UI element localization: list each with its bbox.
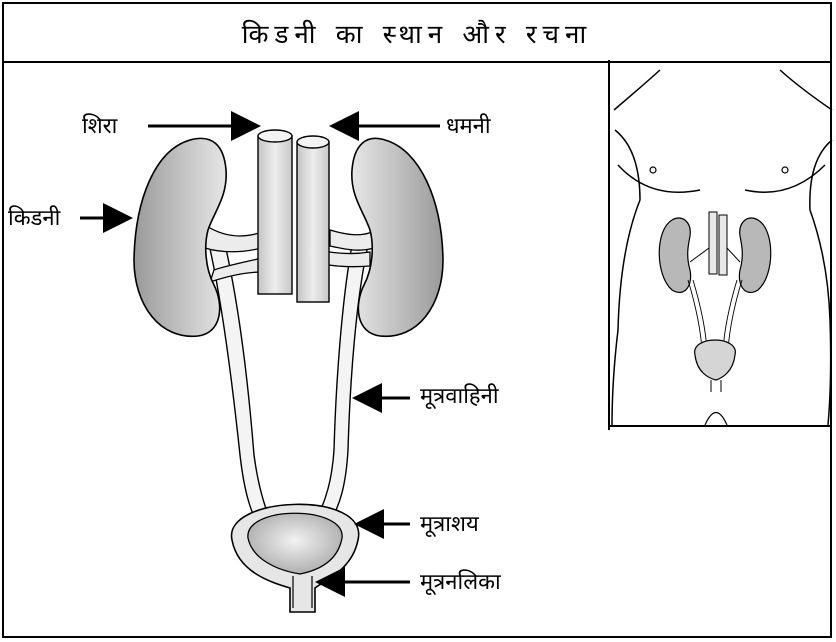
label-artery: धमनी <box>446 110 491 140</box>
right-renal-vessel <box>330 230 374 250</box>
bladder <box>232 504 359 612</box>
left-renal-vessel <box>205 225 262 252</box>
label-ureter: मूत्रवाहिनी <box>420 380 499 410</box>
label-bladder: मूत्राशय <box>420 508 479 538</box>
label-vein: शिरा <box>82 110 117 140</box>
label-urethra: मूत्रनलिका <box>420 566 501 596</box>
major-vessels <box>258 130 329 302</box>
label-kidney: किडनी <box>8 202 60 232</box>
body-inset <box>609 60 832 430</box>
